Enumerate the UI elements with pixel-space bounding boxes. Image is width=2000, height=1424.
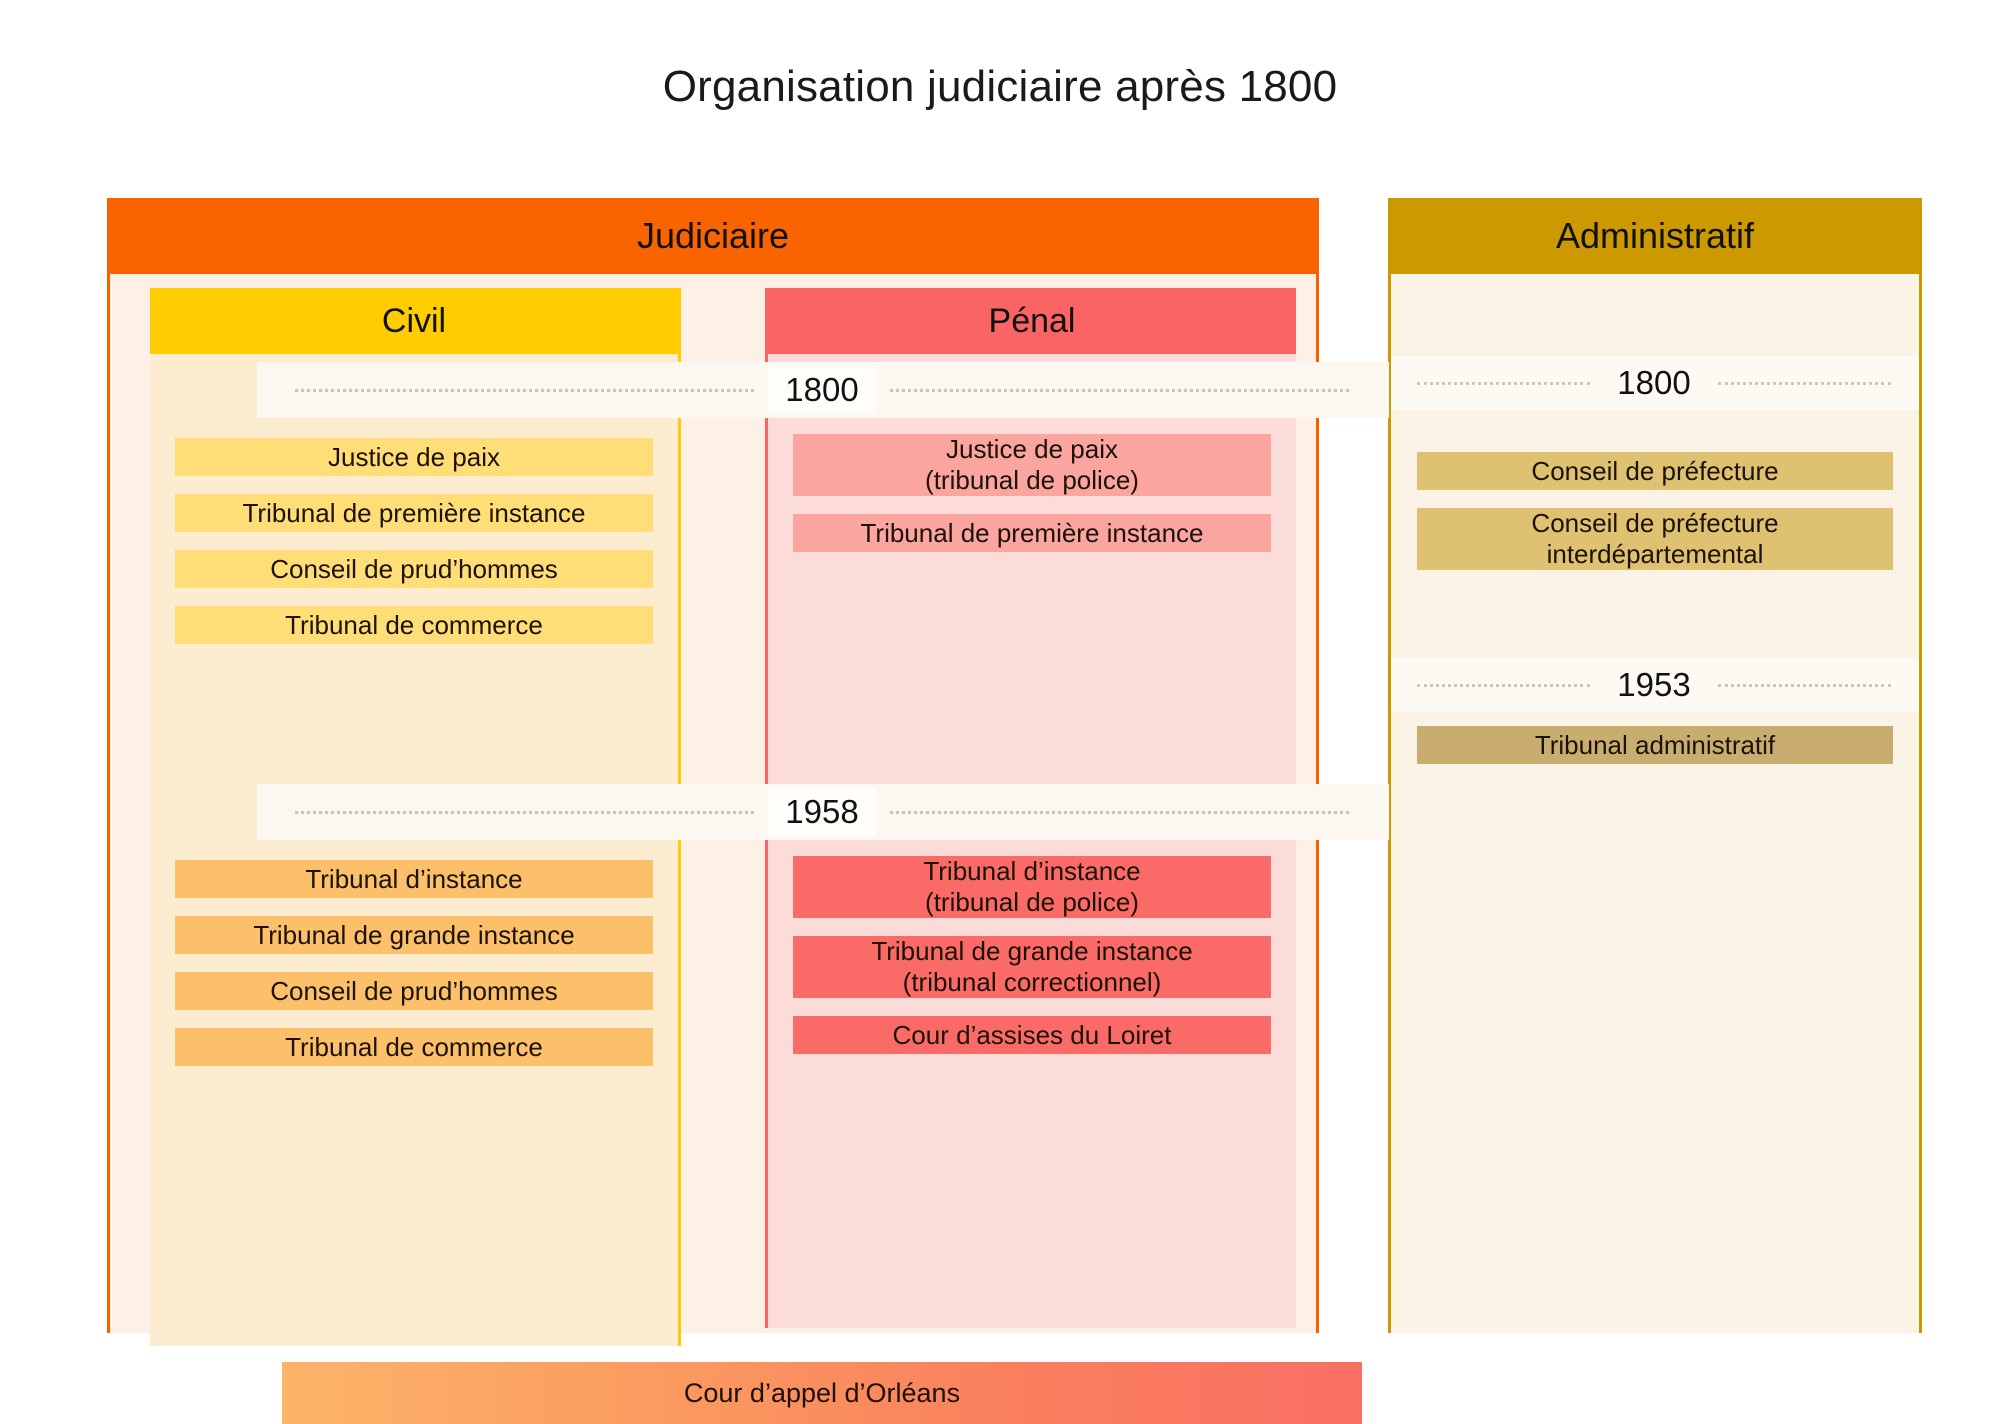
court-box[interactable]: Cour d’assises du Loiret (793, 1016, 1271, 1054)
court-box[interactable]: Justice de paix (175, 438, 653, 476)
penal-items-1800: Justice de paix(tribunal de police) Trib… (768, 434, 1296, 570)
judiciaire-header: Judiciaire (107, 198, 1319, 274)
era-divider-1800: 1800 (257, 362, 1389, 418)
court-box[interactable]: Conseil de prud’hommes (175, 972, 653, 1010)
dotted-line-icon (1718, 683, 1891, 687)
civil-header: Civil (150, 288, 678, 354)
court-box[interactable]: Tribunal de grande instance(tribunal cor… (793, 936, 1271, 998)
dotted-line-icon (295, 388, 754, 392)
civil-items-1958: Tribunal d’instance Tribunal de grande i… (150, 860, 678, 1084)
administratif-body: 1800 Conseil de préfecture Conseil de pr… (1391, 274, 1919, 1330)
judiciaire-panel: Judiciaire Civil Justice de paix Tribuna… (107, 198, 1389, 1424)
dotted-line-icon (1417, 381, 1590, 385)
dotted-line-icon (295, 810, 754, 814)
court-box[interactable]: Tribunal administratif (1417, 726, 1893, 764)
admin-era-divider-1800: 1800 (1391, 356, 1919, 410)
era-year-label: 1800 (1617, 364, 1691, 401)
era-year-label: 1953 (1617, 666, 1691, 703)
admin-era-divider-1953: 1953 (1391, 658, 1919, 712)
era-year-label: 1800 (768, 366, 876, 414)
admin-items-1800: Conseil de préfecture Conseil de préfect… (1391, 452, 1919, 588)
court-box[interactable]: Conseil de préfecture (1417, 452, 1893, 490)
court-box[interactable]: Tribunal de commerce (175, 606, 653, 644)
era-divider-1958: 1958 (257, 784, 1389, 840)
court-box[interactable]: Tribunal de première instance (175, 494, 653, 532)
page-title: Organisation judiciaire après 1800 (662, 62, 1338, 111)
cour-appel-box[interactable]: Cour d’appel d’Orléans (282, 1362, 1362, 1424)
dotted-line-icon (890, 810, 1349, 814)
court-box[interactable]: Tribunal d’instance (175, 860, 653, 898)
penal-items-1958: Tribunal d’instance(tribunal de police) … (768, 856, 1296, 1072)
court-box[interactable]: Tribunal d’instance(tribunal de police) (793, 856, 1271, 918)
judiciaire-branch-row: Civil Justice de paix Tribunal de premiè… (110, 274, 1389, 1346)
penal-header: Pénal (768, 288, 1296, 354)
court-box[interactable]: Tribunal de grande instance (175, 916, 653, 954)
administratif-panel: Administratif 1800 Conseil de préfecture… (1388, 198, 1922, 1333)
dotted-line-icon (1718, 381, 1891, 385)
court-box[interactable]: Tribunal de commerce (175, 1028, 653, 1066)
admin-items-1953: Tribunal administratif (1391, 726, 1919, 782)
court-box[interactable]: Conseil de prud’hommes (175, 550, 653, 588)
era-year-label: 1958 (768, 788, 876, 836)
court-box[interactable]: Tribunal de première instance (793, 514, 1271, 552)
dotted-line-icon (1417, 683, 1590, 687)
civil-items-1800: Justice de paix Tribunal de première ins… (150, 438, 678, 662)
dotted-line-icon (890, 388, 1349, 392)
administratif-header: Administratif (1388, 198, 1922, 274)
court-box[interactable]: Justice de paix(tribunal de police) (793, 434, 1271, 496)
